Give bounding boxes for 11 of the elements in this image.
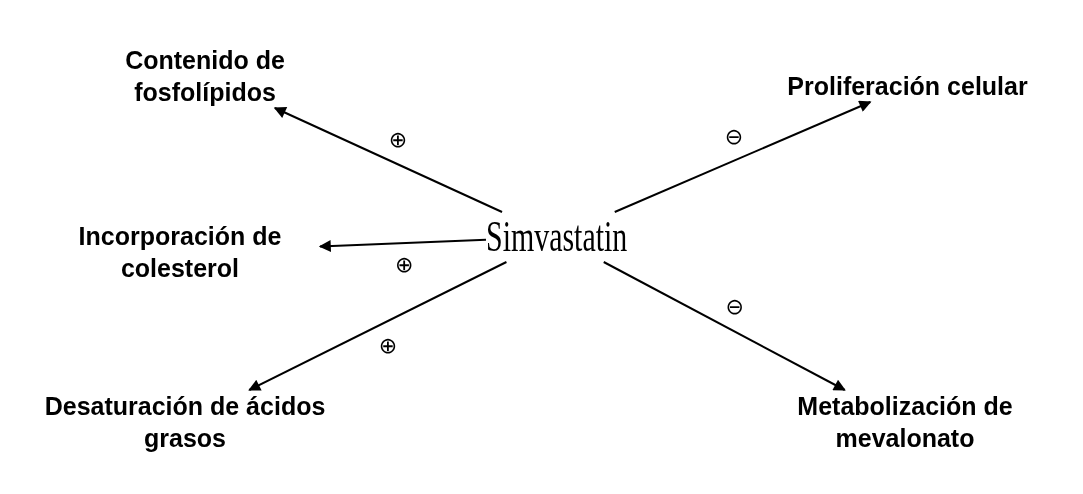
drug-name: Simvastatin <box>486 212 628 262</box>
arrow <box>613 100 872 213</box>
effect-label: Desaturación de ácidos grasos <box>5 390 365 454</box>
effect-label: Incorporación de colesterol <box>40 220 320 284</box>
effect-label: Proliferación celular <box>745 70 1070 102</box>
arrow <box>273 107 504 213</box>
arrow <box>248 261 508 391</box>
effect-label: Contenido de fosfolípidos <box>110 44 300 108</box>
arrow <box>602 261 846 391</box>
arrow <box>318 238 487 252</box>
effect-label: Metabolización de mevalonato <box>770 390 1040 454</box>
